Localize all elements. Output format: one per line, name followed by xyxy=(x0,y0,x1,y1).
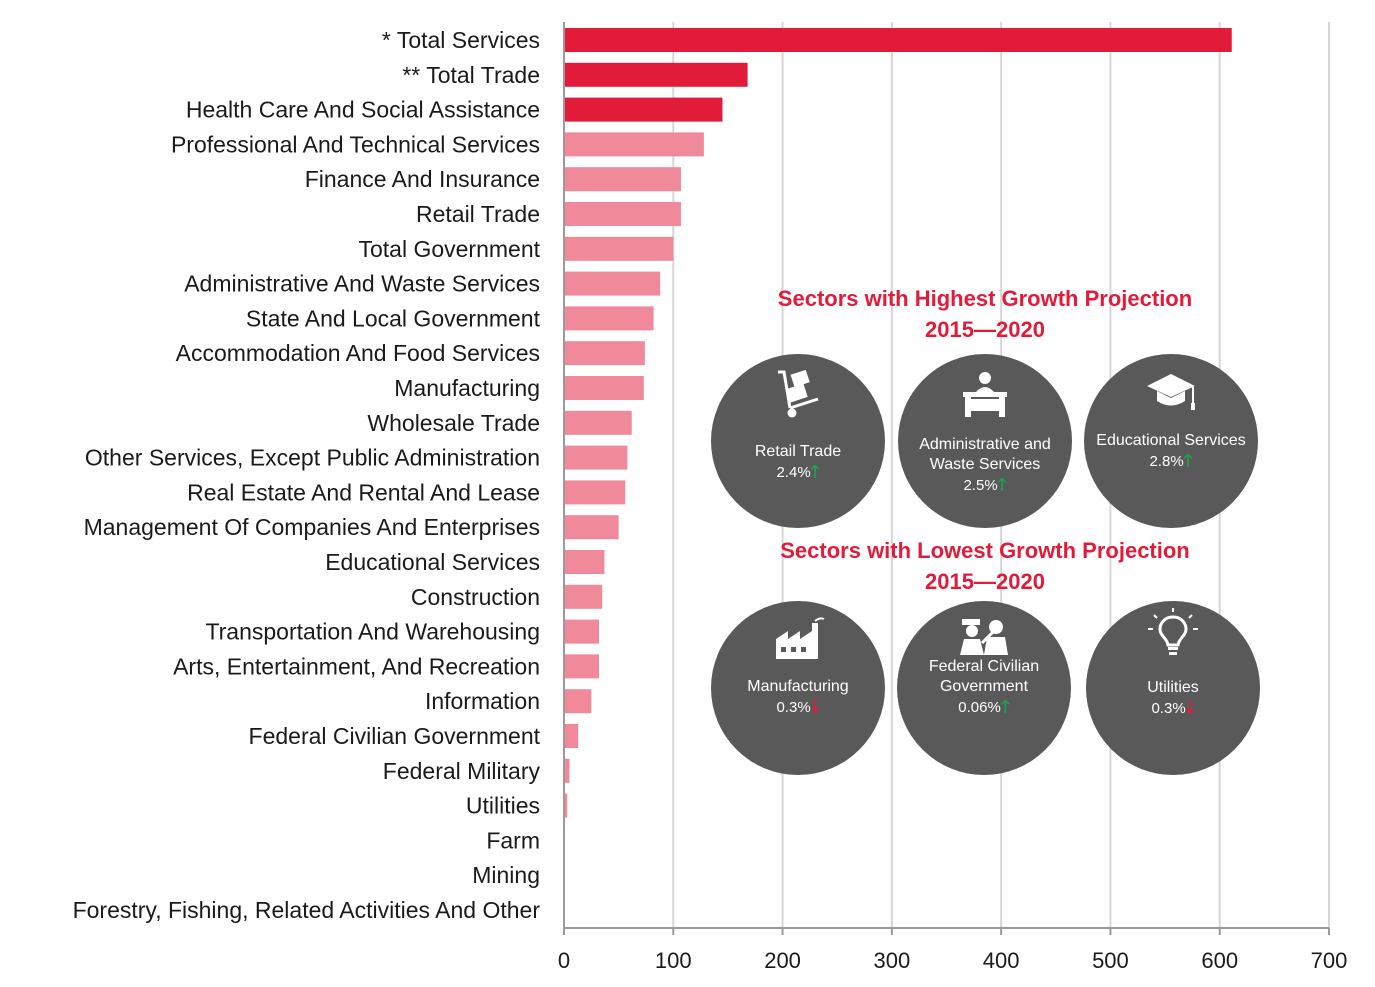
arrow-up-icon: 🡑 xyxy=(1183,451,1193,470)
circle-pct: 2.5% xyxy=(963,477,998,494)
bar xyxy=(564,97,723,122)
arrow-up-icon: 🡑 xyxy=(810,462,820,481)
arrow-up-icon: 🡑 xyxy=(1000,697,1010,716)
bar xyxy=(564,793,568,818)
lowest-growth-title-line1: Sectors with Lowest Growth Projection xyxy=(780,538,1190,563)
lowest-growth-title: Sectors with Lowest Growth Projection 20… xyxy=(700,535,1270,597)
category-label: ** Total Trade xyxy=(402,62,540,88)
circle-manufacturing: Manufacturing 0.3%🡓 xyxy=(711,601,885,775)
bars xyxy=(564,28,1232,818)
category-label: Educational Services xyxy=(325,549,540,575)
bar xyxy=(564,480,626,505)
graduation-cap-icon xyxy=(1147,374,1195,410)
category-label: Real Estate And Rental And Lease xyxy=(187,479,540,505)
hand-truck-icon xyxy=(778,369,819,418)
arrow-down-icon: 🡓 xyxy=(810,697,820,716)
factory-icon xyxy=(776,617,825,659)
bar xyxy=(564,758,570,783)
category-label: Forestry, Fishing, Related Activities An… xyxy=(73,897,541,923)
circle-pct: 2.4% xyxy=(776,464,811,481)
category-label: Farm xyxy=(486,827,540,853)
category-label: Arts, Entertainment, And Recreation xyxy=(173,653,540,679)
circle-pct: 0.3% xyxy=(1151,700,1186,717)
category-label: Federal Military xyxy=(383,758,541,784)
bar xyxy=(564,445,628,470)
circle-pct: 2.8% xyxy=(1149,453,1184,470)
circle-administrative-waste: Administrative and Waste Services 2.5%🡑 xyxy=(898,354,1072,528)
highest-growth-title: Sectors with Highest Growth Projection 2… xyxy=(700,283,1270,345)
bar xyxy=(564,619,599,644)
bar xyxy=(564,515,619,540)
circle-federal-civilian-government: Federal Civilian Government 0.06%🡑 xyxy=(897,601,1071,775)
x-tick-label: 400 xyxy=(983,948,1020,973)
category-label: Wholesale Trade xyxy=(367,410,540,436)
category-label: Information xyxy=(425,688,540,714)
x-tick-label: 0 xyxy=(558,948,570,973)
circle-label: Utilities xyxy=(1147,679,1199,696)
circle-label: Administrative and Waste Services xyxy=(919,436,1051,473)
category-label: Total Government xyxy=(358,236,540,262)
bar xyxy=(564,132,704,157)
x-tick-label: 300 xyxy=(873,948,910,973)
category-label: Administrative And Waste Services xyxy=(184,271,540,297)
lightbulb-icon xyxy=(1148,608,1198,655)
category-label: Other Services, Except Public Administra… xyxy=(85,445,540,471)
bar xyxy=(564,341,645,366)
circle-label: Manufacturing xyxy=(747,678,849,695)
circle-educational-services: Educational Services 2.8%🡑 xyxy=(1084,354,1258,528)
highest-growth-title-line1: Sectors with Highest Growth Projection xyxy=(777,286,1193,311)
circle-retail-trade: Retail Trade 2.4%🡑 xyxy=(711,354,885,528)
bar xyxy=(564,62,748,87)
category-label: State And Local Government xyxy=(246,305,541,331)
office-desk-icon xyxy=(963,372,1007,417)
x-tick-label: 600 xyxy=(1201,948,1238,973)
category-label: Professional And Technical Services xyxy=(171,131,540,157)
officials-icon xyxy=(960,619,1008,655)
bar xyxy=(564,271,661,296)
circle-pct: 0.3% xyxy=(776,699,811,716)
category-label: Utilities xyxy=(466,793,540,819)
bar xyxy=(564,167,681,192)
bar xyxy=(564,236,674,261)
circle-label: Retail Trade xyxy=(754,443,842,460)
bar xyxy=(564,550,605,574)
lowest-growth-title-line2: 2015—2020 xyxy=(925,569,1045,594)
category-label: Transportation And Warehousing xyxy=(205,619,540,645)
arrow-up-icon: 🡑 xyxy=(997,475,1007,494)
category-label: Construction xyxy=(411,584,540,610)
bar xyxy=(564,376,644,400)
x-tick-label: 500 xyxy=(1092,948,1129,973)
category-label: Management Of Companies And Enterprises xyxy=(84,514,540,540)
category-label: Health Care And Social Assistance xyxy=(186,97,540,123)
circle-label: Federal Civilian Government xyxy=(928,658,1040,695)
bar xyxy=(564,689,592,714)
bar xyxy=(564,28,1232,52)
category-label: Mining xyxy=(472,862,540,888)
circle-utilities: Utilities 0.3%🡓 xyxy=(1086,601,1260,775)
highest-growth-title-line2: 2015—2020 xyxy=(925,317,1045,342)
category-label: Federal Civilian Government xyxy=(249,723,541,749)
bar xyxy=(564,584,603,609)
arrow-down-icon: 🡓 xyxy=(1185,698,1195,717)
bar xyxy=(564,202,681,226)
bar xyxy=(564,654,599,679)
x-axis-ticks: 0 100 200 300 400 500 600 700 xyxy=(558,928,1347,973)
category-label: Finance And Insurance xyxy=(305,166,540,192)
category-label: Manufacturing xyxy=(394,375,540,401)
category-label: Retail Trade xyxy=(416,201,540,227)
x-tick-label: 200 xyxy=(764,948,801,973)
circle-pct: 0.06% xyxy=(958,699,1001,716)
x-tick-label: 700 xyxy=(1311,948,1348,973)
category-label: * Total Services xyxy=(382,27,540,53)
bar xyxy=(564,724,579,748)
circle-label: Educational Services xyxy=(1096,432,1246,449)
bar xyxy=(564,306,654,331)
category-label: Accommodation And Food Services xyxy=(176,340,540,366)
x-tick-label: 100 xyxy=(655,948,692,973)
bar xyxy=(564,410,632,435)
